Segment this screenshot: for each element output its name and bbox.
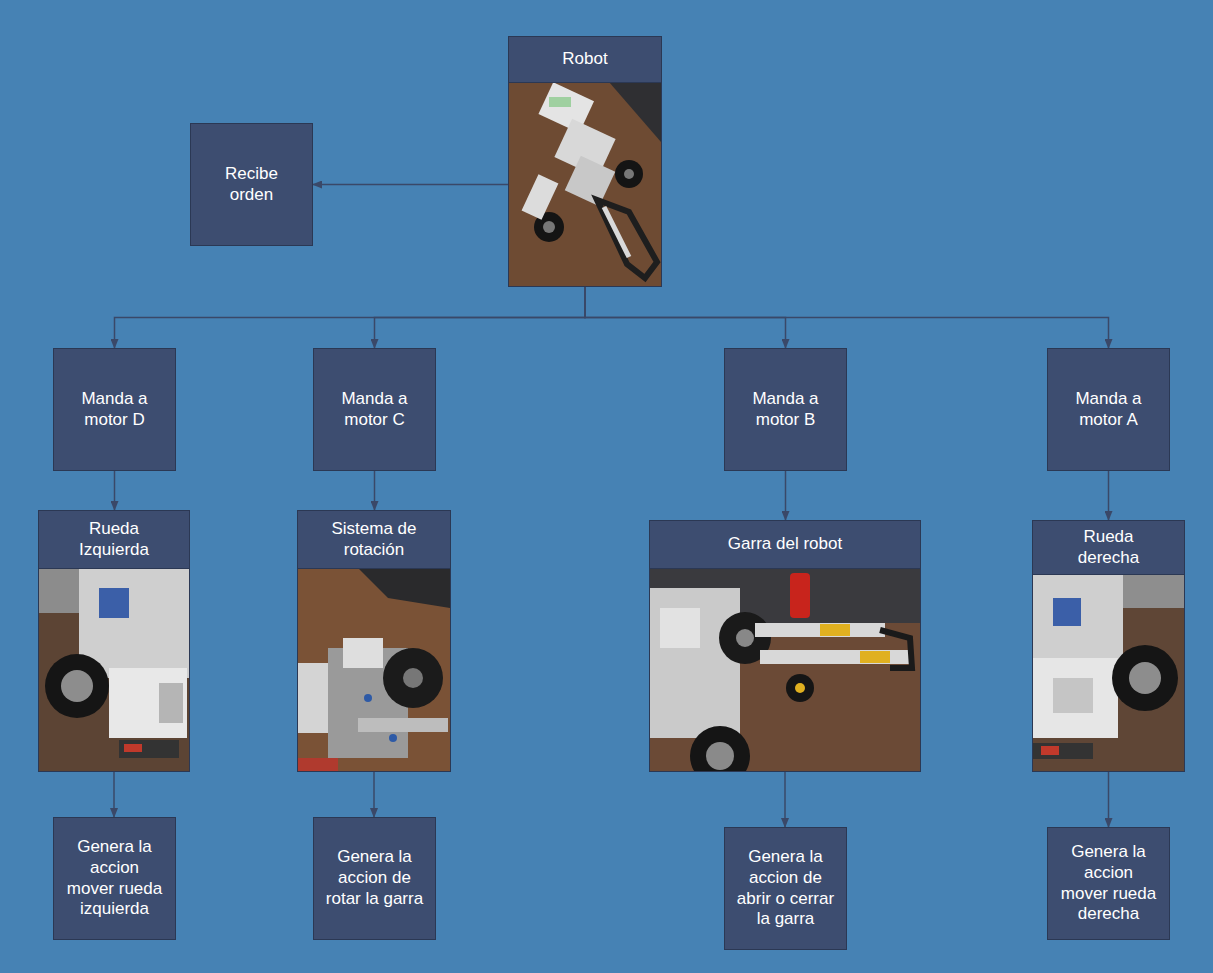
box-label: Genera la accion de abrir o cerrar la ga… (736, 847, 835, 930)
process-box: Recibe orden (190, 123, 313, 246)
photo-shape (1053, 678, 1093, 713)
photo-shape (1033, 568, 1184, 771)
photo-shape (99, 588, 129, 618)
connector-arrow (114, 471, 116, 510)
box-label: Genera la accion mover rueda izquierda (65, 837, 164, 920)
photo-shape (61, 670, 93, 702)
photo-shape (604, 207, 629, 257)
photo-shape (755, 623, 885, 637)
photo-shape (389, 734, 397, 742)
photo-shape (109, 668, 187, 738)
photo-shape (45, 654, 109, 718)
box-label: Manda a motor A (1059, 389, 1158, 430)
photo-shape (660, 608, 700, 648)
process-box: Manda a motor B (724, 348, 847, 471)
right-wheel-photo (1033, 568, 1184, 771)
photo-box: Rueda Izquierda (38, 510, 190, 772)
rotation-photo (298, 568, 450, 771)
photo-shape (565, 156, 615, 206)
photo-shape (403, 668, 423, 688)
connector-arrow (784, 772, 786, 827)
left-wheel-photo (39, 568, 189, 771)
photo-shape (298, 568, 450, 771)
photo-shape (543, 221, 555, 233)
photo-shape (124, 744, 142, 752)
box-header: Sistema de rotación (298, 511, 450, 569)
photo-shape (1112, 645, 1178, 711)
connector-arrow (374, 471, 376, 510)
box-header: Garra del robot (650, 521, 920, 569)
photo-shape (549, 97, 571, 107)
process-box: Genera la accion mover rueda derecha (1047, 827, 1170, 940)
box-label: Genera la accion de rotar la garra (325, 847, 424, 909)
connector-arrow (585, 287, 1109, 348)
box-label: Manda a motor C (325, 389, 424, 430)
photo-shape (690, 726, 750, 771)
photo-box: Robot (508, 36, 662, 287)
photo-shape (795, 683, 805, 693)
photo-shape (509, 82, 661, 286)
photo-shape (343, 638, 383, 668)
process-box: Manda a motor A (1047, 348, 1170, 471)
photo-shape (706, 742, 734, 770)
photo-shape (358, 718, 448, 732)
photo-shape (358, 568, 450, 608)
connector-arrow (1108, 772, 1110, 827)
box-label: Genera la accion mover rueda derecha (1059, 842, 1158, 925)
photo-box: Rueda derecha (1032, 520, 1185, 772)
photo-shape (1033, 658, 1118, 738)
process-box: Genera la accion de rotar la garra (313, 817, 436, 940)
process-box: Genera la accion mover rueda izquierda (53, 817, 176, 940)
connector-arrow (1108, 471, 1110, 520)
photo-shape (119, 740, 179, 758)
photo-shape (820, 624, 850, 636)
photo-shape (609, 82, 661, 142)
photo-shape (760, 650, 910, 664)
box-header: Rueda derecha (1033, 521, 1184, 575)
box-label: Manda a motor B (736, 389, 835, 430)
photo-shape (736, 629, 754, 647)
connector-arrow (375, 287, 586, 348)
photo-shape (1129, 662, 1161, 694)
robot-photo (509, 82, 661, 286)
photo-box: Sistema de rotación (297, 510, 451, 772)
photo-shape (615, 160, 643, 188)
photo-shape (1053, 598, 1081, 626)
box-header: Rueda Izquierda (39, 511, 189, 569)
photo-shape (298, 758, 338, 771)
box-label: Manda a motor D (65, 389, 164, 430)
connector-arrow (115, 287, 586, 348)
process-box: Manda a motor D (53, 348, 176, 471)
photo-shape (786, 674, 814, 702)
photo-shape (650, 568, 920, 771)
box-header: Robot (509, 37, 661, 83)
connector-arrow (785, 471, 787, 520)
process-box: Manda a motor C (313, 348, 436, 471)
photo-shape (383, 648, 443, 708)
photo-shape (650, 588, 740, 738)
photo-shape (1033, 743, 1093, 759)
photo-shape (860, 651, 890, 663)
connector-arrow (373, 772, 375, 817)
photo-shape (880, 630, 912, 668)
photo-shape (364, 694, 372, 702)
photo-shape (624, 169, 634, 179)
connector-arrow (113, 772, 115, 817)
photo-shape (1041, 746, 1059, 755)
connector-arrow (313, 184, 508, 186)
photo-shape (522, 174, 559, 220)
photo-shape (790, 573, 810, 618)
box-label: Recibe orden (202, 164, 301, 205)
claw-photo (650, 568, 920, 771)
photo-shape (597, 200, 657, 278)
photo-shape (159, 683, 183, 723)
process-box: Genera la accion de abrir o cerrar la ga… (724, 827, 847, 950)
photo-shape (39, 568, 189, 771)
photo-box: Garra del robot (649, 520, 921, 772)
